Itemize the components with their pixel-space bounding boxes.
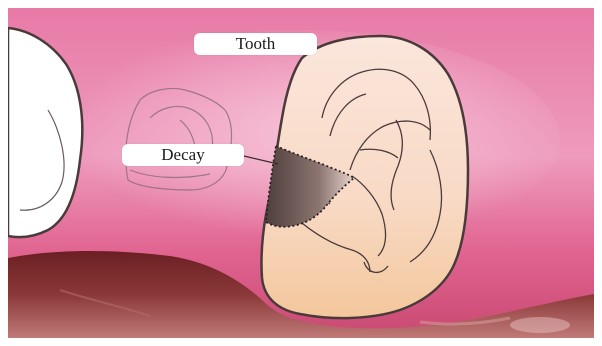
- tooth-label-text: Tooth: [236, 34, 275, 53]
- tooth-label: Tooth: [194, 33, 317, 55]
- decay-label-text: Decay: [161, 145, 204, 164]
- decay-label: Decay: [122, 144, 244, 166]
